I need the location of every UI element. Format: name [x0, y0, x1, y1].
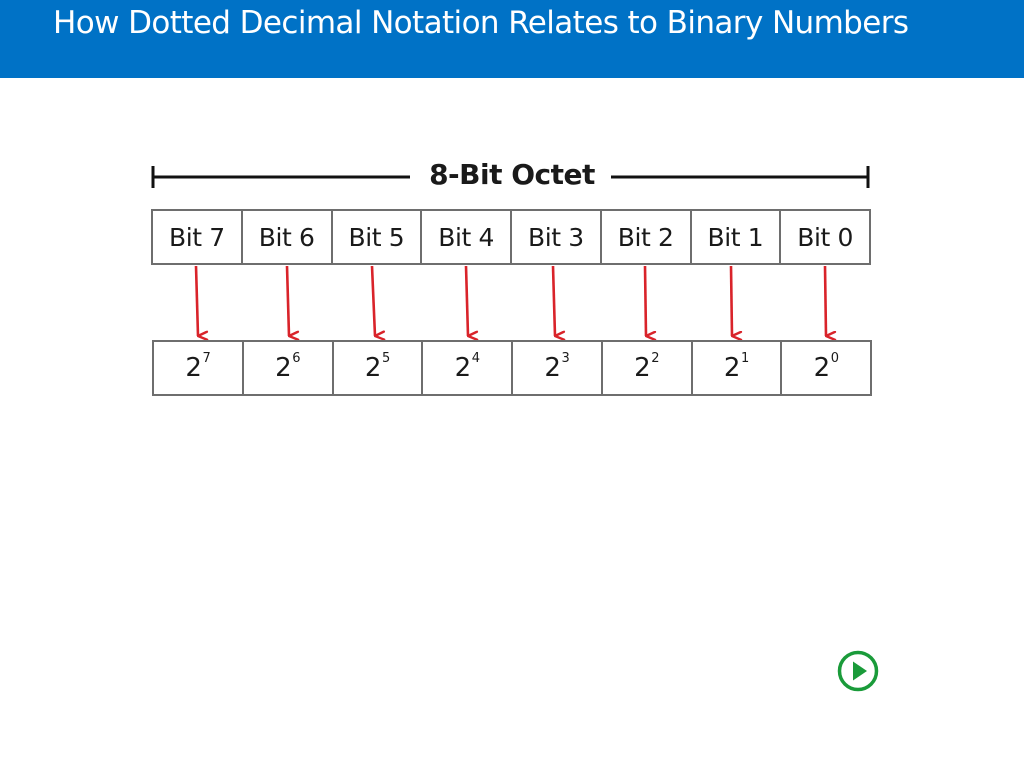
power-base: 2 [364, 353, 382, 383]
title-bar: How Dotted Decimal Notation Relates to B… [0, 0, 1024, 78]
arrow-bit-0 [823, 265, 826, 336]
power-base: 2 [185, 353, 202, 383]
power-base: 2 [544, 353, 561, 383]
bit-label-row: Bit 7 Bit 6 Bit 5 Bit 4 Bit 3 Bit 2 Bit … [151, 209, 871, 265]
power-exponent: 4 [471, 350, 480, 366]
bit-cell: Bit 5 [333, 211, 423, 263]
power-base: 2 [813, 353, 831, 383]
arrow-bit-3 [551, 265, 555, 336]
power-exponent: 6 [292, 350, 301, 366]
bit-cell: Bit 7 [153, 211, 243, 263]
slide-title: How Dotted Decimal Notation Relates to B… [53, 5, 909, 41]
play-circle-icon [837, 650, 879, 692]
power-exponent: 5 [382, 350, 390, 366]
octet-label: 8-Bit Octet [413, 155, 611, 195]
power-base: 2 [634, 353, 651, 383]
arrow-bit-5 [370, 265, 375, 336]
power-base: 2 [275, 353, 292, 383]
play-button[interactable] [837, 650, 879, 692]
power-base: 2 [723, 353, 741, 383]
power-exponent: 7 [202, 350, 211, 366]
power-exponent: 2 [651, 350, 660, 366]
arrow-bit-4 [464, 265, 468, 336]
bit-cell: Bit 2 [602, 211, 692, 263]
power-exponent: 3 [561, 350, 570, 366]
power-exponent: 0 [830, 350, 839, 366]
arrow-bit-7 [194, 265, 198, 336]
arrow-bit-6 [285, 265, 289, 336]
bit-cell: Bit 0 [781, 211, 871, 263]
power-base: 2 [454, 353, 472, 383]
bit-cell: Bit 3 [512, 211, 602, 263]
arrow-bit-2 [643, 265, 646, 336]
bit-cell: Bit 4 [422, 211, 512, 263]
bit-cell: Bit 6 [243, 211, 333, 263]
arrow-bit-1 [729, 265, 732, 336]
bit-cell: Bit 1 [692, 211, 782, 263]
power-exponent: 1 [741, 350, 749, 366]
